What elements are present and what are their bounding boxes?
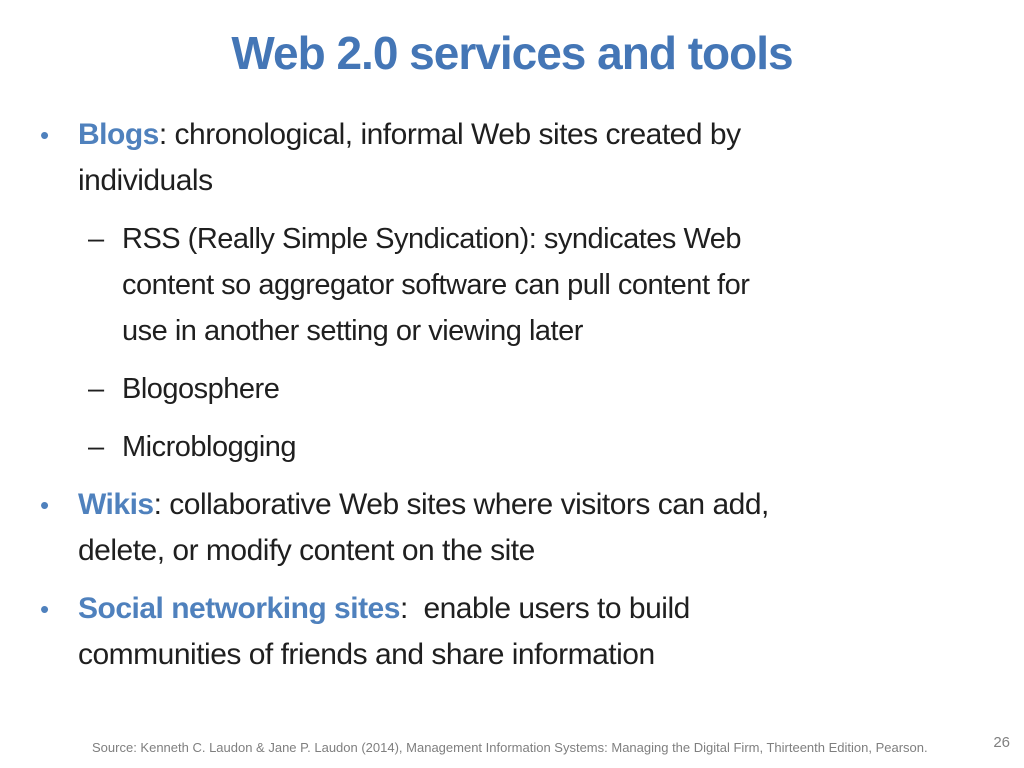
dash-icon: – (88, 373, 105, 405)
bullet-text: Wikis: collaborative Web sites where vis… (78, 482, 769, 574)
bullet-body-text: Blogosphere (122, 373, 280, 405)
bullet-keyword: Social networking sites (78, 592, 400, 625)
subbullet-microblogging: – Microblogging (0, 424, 980, 470)
bullet-blogs: • Blogs: chronological, informal Web sit… (0, 112, 980, 204)
bullet-text: Blogs: chronological, informal Web sites… (78, 112, 741, 204)
bullet-dot-icon: • (40, 120, 50, 150)
bullet-keyword: Blogs (78, 118, 159, 151)
bullet-list: • Blogs: chronological, informal Web sit… (0, 112, 980, 678)
bullet-dot-icon: • (40, 490, 50, 520)
bullet-keyword: Wikis (78, 488, 154, 521)
subbullet-rss: – RSS (Really Simple Syndication): syndi… (0, 216, 980, 354)
bullet-body-text: RSS (Really Simple Syndication): syndica… (122, 223, 750, 347)
subbullet-blogosphere: – Blogosphere (0, 366, 980, 412)
bullet-body-text: Microblogging (122, 431, 297, 463)
source-citation: Source: Kenneth C. Laudon & Jane P. Laud… (92, 740, 928, 755)
slide-title: Web 2.0 services and tools (231, 27, 793, 79)
bullet-wikis: • Wikis: collaborative Web sites where v… (0, 482, 980, 574)
bullet-social-networking: • Social networking sites: enable users … (0, 586, 980, 678)
bullet-dot-icon: • (40, 594, 50, 624)
page-number: 26 (993, 734, 1010, 751)
dash-icon: – (88, 431, 105, 463)
bullet-body-text: : chronological, informal Web sites crea… (78, 118, 741, 197)
bullet-text: Social networking sites: enable users to… (78, 586, 690, 678)
dash-icon: – (88, 223, 105, 255)
bullet-body-text: : enable users to build communities of f… (78, 592, 690, 671)
slide-body: • Blogs: chronological, informal Web sit… (0, 112, 980, 678)
bullet-body-text: : collaborative Web sites where visitors… (78, 488, 769, 567)
